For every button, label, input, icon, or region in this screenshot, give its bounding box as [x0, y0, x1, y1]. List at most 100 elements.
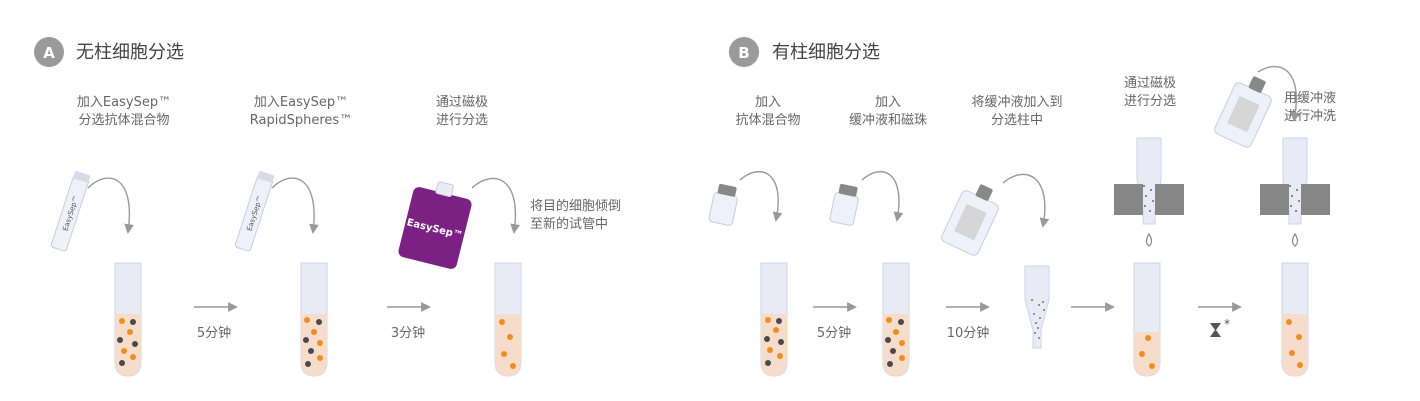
antibody-bottle-b1 [708, 183, 738, 226]
cell-target [510, 363, 516, 369]
tube-a3 [494, 262, 522, 377]
a-pour-label-line2: 至新的试管中 [530, 216, 608, 232]
b-step2-label-line1: 加入 [875, 95, 901, 110]
tube-a1 [114, 262, 142, 377]
cell-unwanted [887, 361, 893, 367]
bead-bottle-b2 [829, 183, 859, 226]
cell-target [317, 340, 323, 346]
b-time-1: 5分钟 [817, 325, 851, 341]
cell-target [1286, 319, 1292, 325]
cell-target [304, 317, 310, 323]
a-pour-label-line1: 将目的细胞倾倒 [530, 198, 621, 214]
cell-unwanted [119, 360, 125, 366]
tube-b2 [882, 262, 910, 377]
panel-b-badge [729, 37, 759, 67]
b-step1-label-line1: 加入 [755, 95, 781, 110]
cell-target [119, 318, 125, 324]
cell-unwanted [890, 348, 896, 354]
b-step4-label-line1: 通过磁极 [1124, 76, 1176, 91]
panel-a-title: 无柱细胞分选 [76, 42, 184, 63]
cell-target [1149, 363, 1155, 369]
cell-unwanted [764, 336, 770, 342]
magnet-block [1114, 184, 1143, 215]
cell-target [127, 329, 133, 335]
pour-arrow-a3 [471, 177, 520, 234]
cell-unwanted [316, 319, 322, 325]
cell-unwanted [776, 318, 782, 324]
b-time-2: 10分钟 [947, 325, 990, 341]
hourglass-asterisk: * [1224, 317, 1230, 331]
cell-unwanted [132, 341, 138, 347]
tube-b5 [1281, 262, 1309, 377]
panel-b-title: 有柱细胞分选 [772, 42, 880, 63]
easysep-magnet: EasySep™ [398, 181, 472, 269]
cell-target [311, 329, 317, 335]
panel-a-badge [34, 37, 64, 67]
antibody-vial-a2: EasySep™ [234, 171, 275, 252]
a-step1-label-line2: 分选抗体混合物 [78, 113, 169, 128]
cell-unwanted [130, 319, 136, 325]
buffer-bottle-b3 [941, 184, 999, 256]
cell-target [1297, 362, 1303, 368]
b-step4-label-line2: 进行分选 [1124, 94, 1176, 109]
pour-arrow-b3 [1002, 173, 1050, 228]
b-step5-label-line1: 用缓冲液 [1284, 91, 1336, 106]
cell-target [886, 317, 892, 323]
cell-target [1296, 334, 1302, 340]
cell-target [1145, 335, 1151, 341]
a-step1-label-line1: 加入EasySep™ [77, 95, 171, 110]
panel-a-badge-letter: A [43, 44, 55, 62]
cell-unwanted [305, 361, 311, 367]
pour-arrow-b5 [1257, 65, 1301, 122]
cell-target [899, 355, 905, 361]
column-b3 [1024, 265, 1050, 349]
cell-unwanted [898, 319, 904, 325]
a-step2-label-line1: 加入EasySep™ [254, 95, 348, 110]
droplet-icon [1291, 232, 1299, 247]
cell-target [777, 353, 783, 359]
buffer-bottle-b5 [1214, 76, 1272, 148]
cell-unwanted [308, 348, 314, 354]
cell-target [130, 354, 136, 360]
panel-a-header: A 无柱细胞分选 [34, 37, 184, 67]
cell-unwanted [117, 337, 123, 343]
pour-arrow-b1 [739, 171, 783, 222]
cell-unwanted [778, 339, 784, 345]
cell-target [765, 317, 771, 323]
magnet-block [1301, 184, 1330, 215]
b-step3-label-line2: 分选柱中 [991, 113, 1043, 128]
cell-target [773, 327, 779, 333]
magnet-block [1260, 184, 1289, 215]
tube-b1 [760, 262, 788, 377]
a-step3-label-line1: 通过磁极 [436, 95, 488, 110]
pour-arrow-a2 [271, 177, 319, 234]
panel-b-badge-letter: B [738, 44, 749, 62]
hourglass-icon [1210, 323, 1221, 337]
b-step5-label-line2: 进行冲洗 [1284, 109, 1336, 124]
cell-target [499, 319, 505, 325]
a-time-2: 3分钟 [391, 325, 425, 341]
pour-arrow-a1 [87, 177, 134, 234]
cell-target [501, 351, 507, 357]
magnet-block [1155, 184, 1184, 215]
droplet-icon [1145, 232, 1153, 247]
column-in-magnet-b4 [1114, 137, 1184, 247]
cell-target [893, 329, 899, 335]
cell-target [507, 334, 513, 340]
a-step3-label-line2: 进行分选 [436, 113, 488, 128]
a-step2-label-line2: RapidSpheres™ [250, 113, 352, 128]
cell-target [899, 340, 905, 346]
cell-target [1139, 351, 1145, 357]
cell-unwanted [765, 360, 771, 366]
tube-a2 [300, 262, 328, 377]
b-step3-label-line1: 将缓冲液加入到 [971, 95, 1062, 110]
pour-arrow-b2 [861, 171, 904, 222]
cell-unwanted [885, 337, 891, 343]
cell-target [121, 348, 127, 354]
cell-target [1289, 350, 1295, 356]
cell-target [317, 355, 323, 361]
panel-b-header: B 有柱细胞分选 [729, 37, 880, 67]
tube-b4 [1133, 262, 1161, 377]
a-time-1: 5分钟 [197, 325, 231, 341]
cell-unwanted [303, 337, 309, 343]
